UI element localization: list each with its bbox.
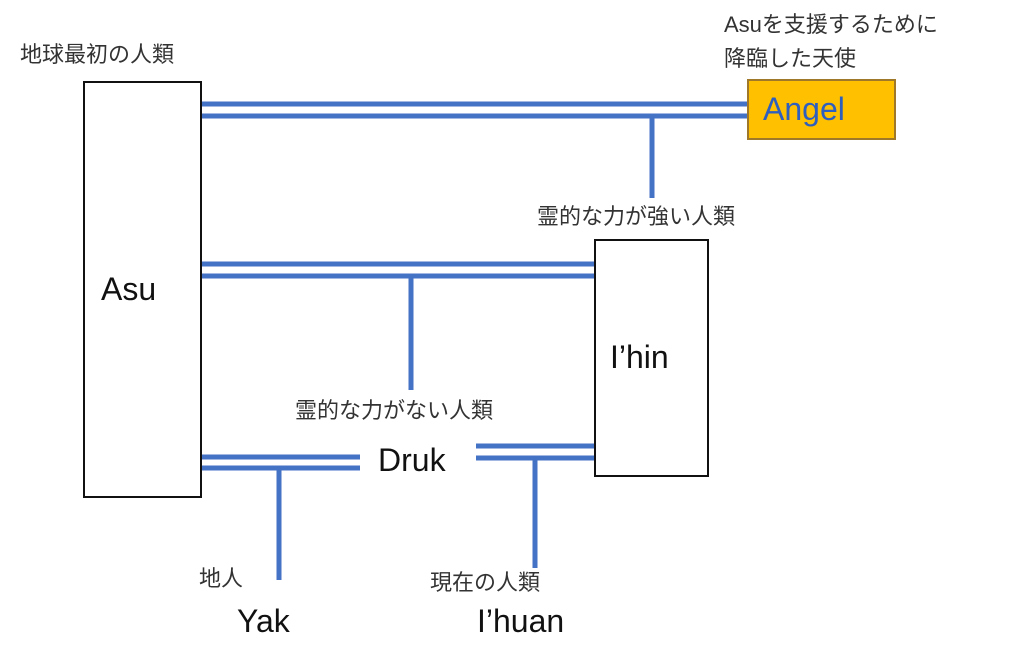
ihuan-caption: 現在の人類: [430, 570, 541, 595]
ihin-caption: 霊的な力が強い人類: [537, 204, 736, 229]
angel-caption-line1: Asuを支援するために: [724, 12, 938, 37]
yak-caption: 地人: [199, 566, 244, 591]
asu-label: Asu: [101, 271, 157, 307]
yak-label: Yak: [237, 603, 290, 639]
angel-caption-line2: 降臨した天使: [724, 46, 857, 71]
ihin-node: I’hin: [594, 239, 709, 477]
angel-node: Angel: [747, 79, 896, 140]
druk-label: Druk: [378, 442, 446, 478]
druk-caption: 霊的な力がない人類: [295, 398, 494, 423]
angel-label: Angel: [763, 91, 845, 127]
ihin-label: I’hin: [610, 339, 669, 375]
asu-caption: 地球最初の人類: [20, 42, 175, 67]
ihuan-label: I’huan: [477, 603, 565, 639]
asu-node: Asu: [83, 81, 202, 498]
